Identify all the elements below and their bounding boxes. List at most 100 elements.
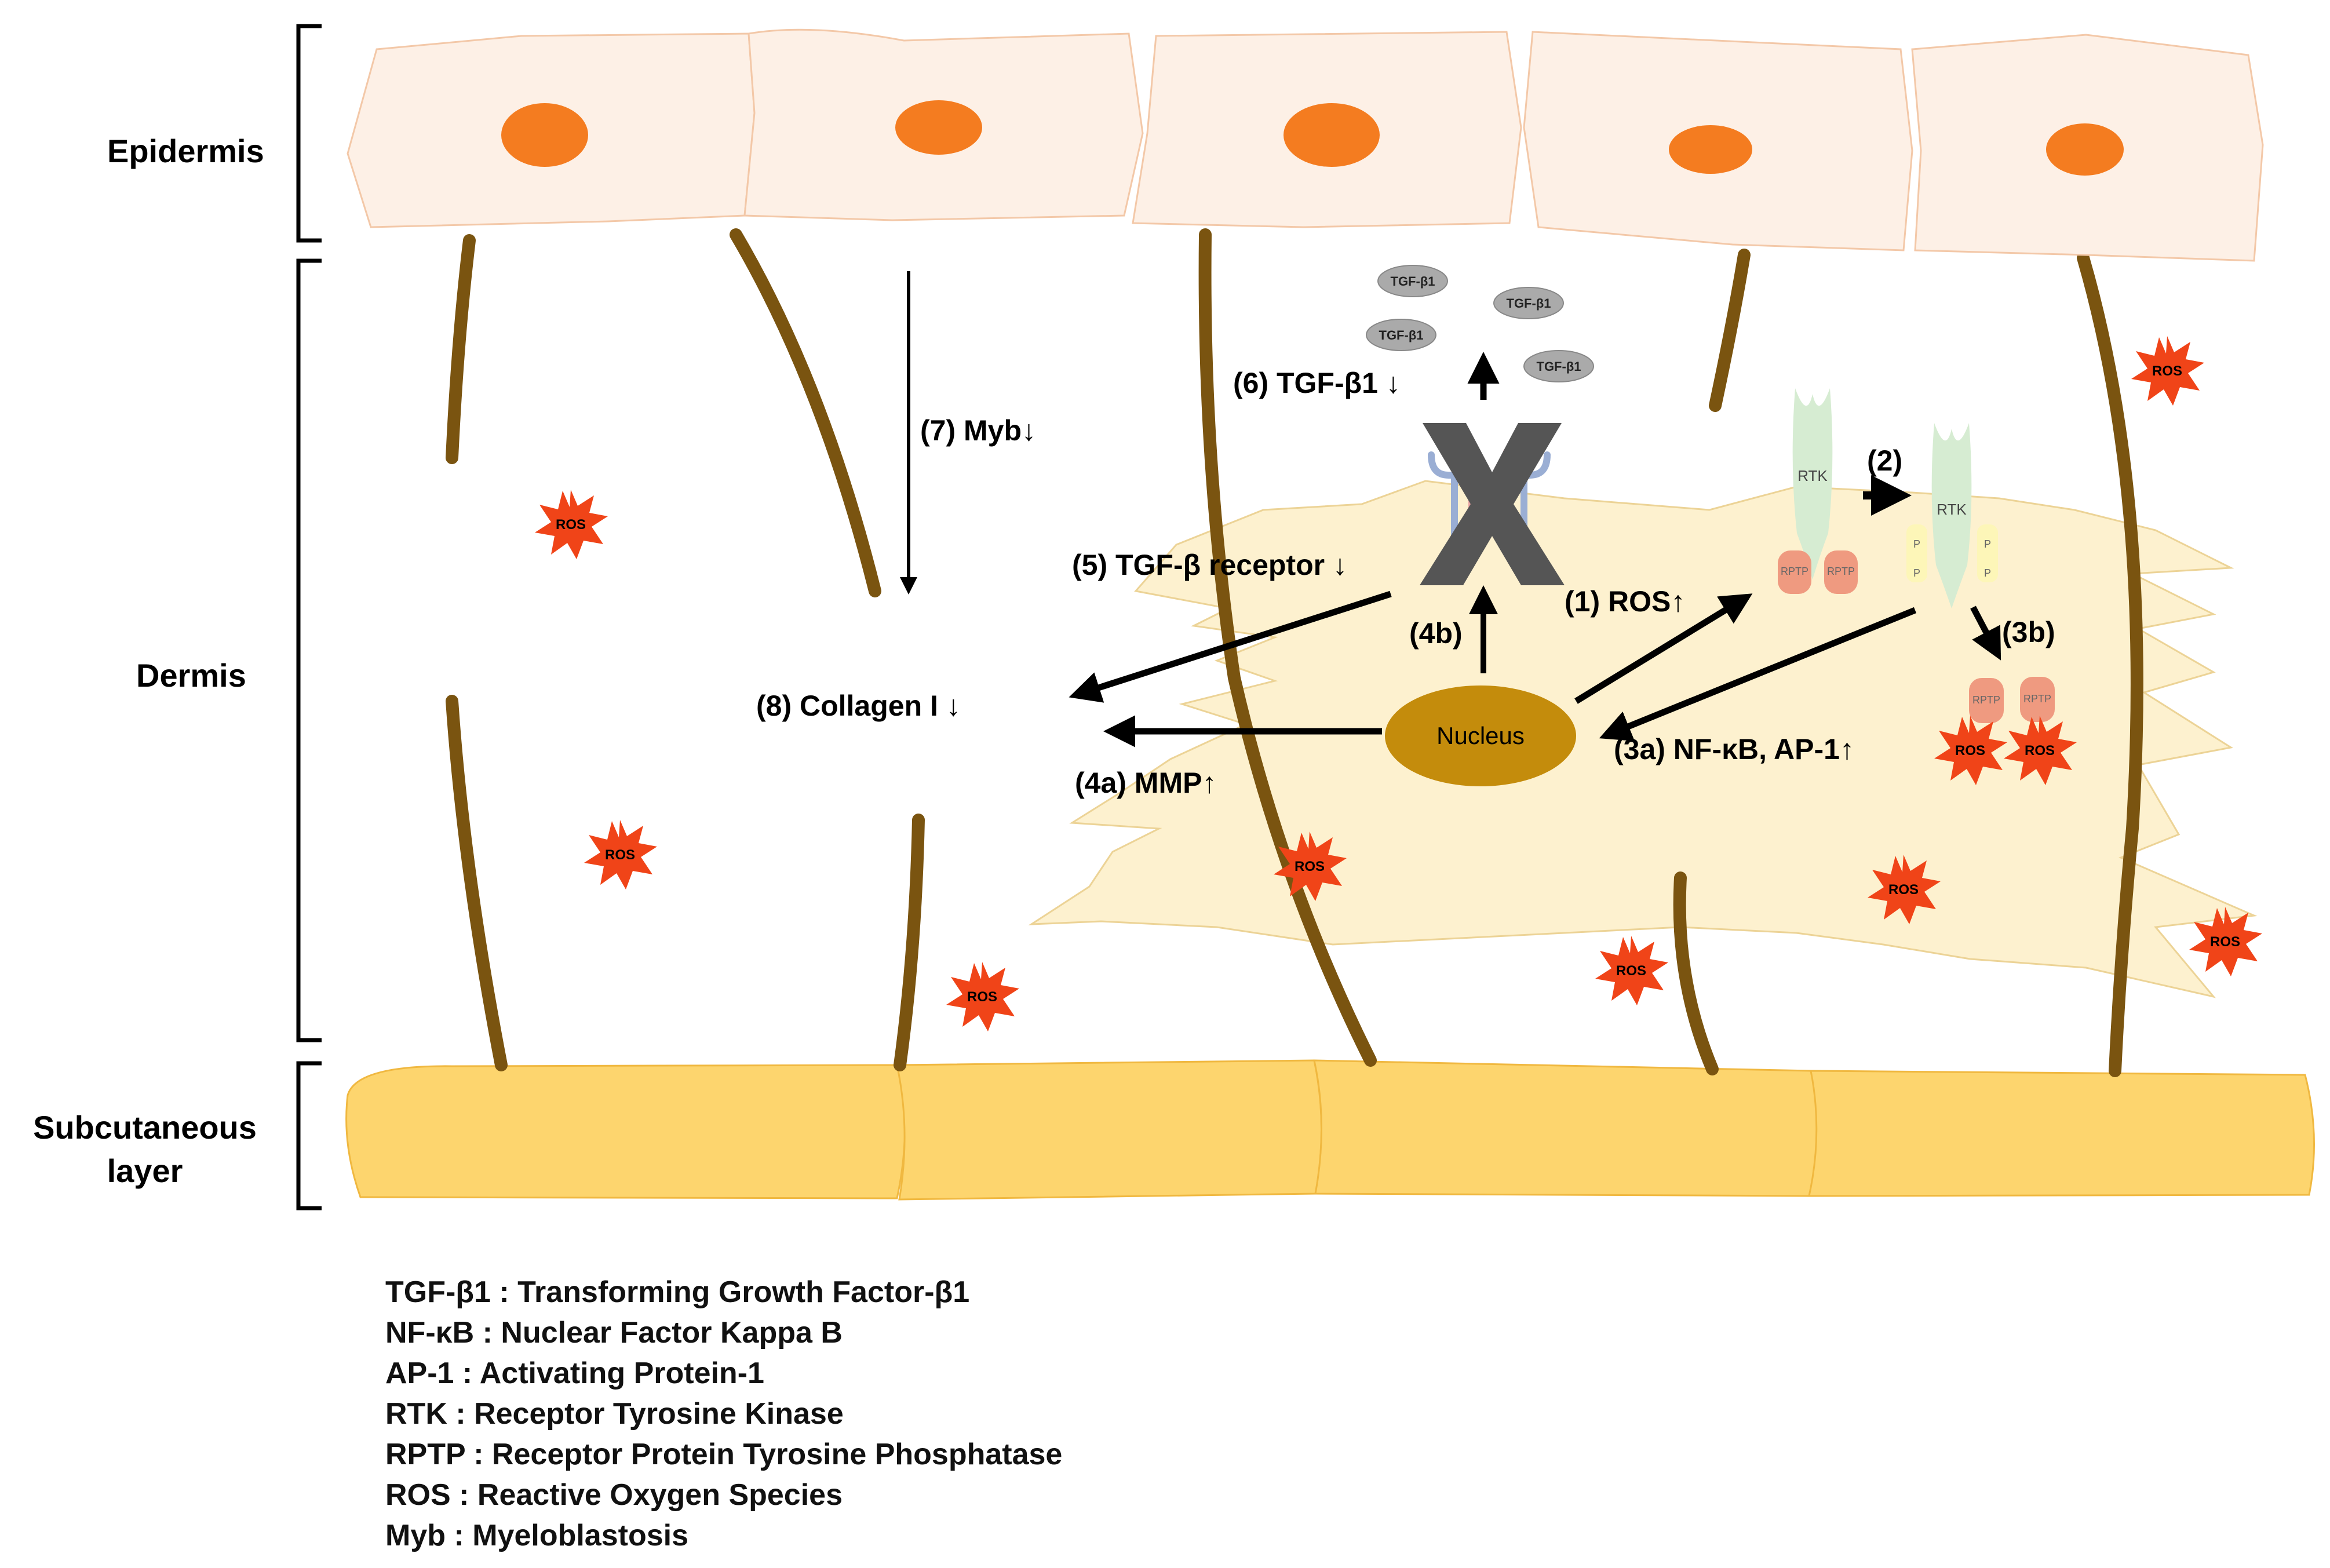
legend-item: NF-κB : Nuclear Factor Kappa B [385,1316,843,1350]
cell-nucleus [501,103,588,167]
ros-icon: ROS [584,820,657,889]
svg-text:ROS: ROS [967,989,997,1005]
svg-text:ROS: ROS [1955,743,1985,759]
collagen-fiber [1673,871,1719,1075]
svg-text:ROS: ROS [1888,882,1919,898]
collagen-fibers [446,228,2143,1077]
abbreviation-legend: TGF-β1 : Transforming Growth Factor-β1 N… [385,1272,1062,1556]
ros-icon: ROS [1595,936,1668,1005]
step-6-label: (6) TGF-β1 ↓ [1233,367,1401,399]
ros-icon: ROS [1934,716,2007,785]
cell-nucleus [1283,103,1380,167]
svg-text:TGF-β1: TGF-β1 [1379,328,1424,342]
legend-item: RTK : Receptor Tyrosine Kinase [385,1397,844,1431]
ros-icon: ROS [2189,907,2262,976]
svg-text:RPTP: RPTP [1972,694,2000,706]
step-2-label: (2) [1867,444,1902,477]
epidermis-bracket [296,24,322,243]
epidermis-nuclei [501,100,2124,176]
rptp-icon [1778,550,1811,594]
svg-text:ROS: ROS [2152,363,2182,379]
cell-nucleus [2046,123,2124,176]
layer-brackets [296,24,322,1210]
subcutaneous-bracket [296,1061,322,1210]
fat-cell [1313,1059,1818,1197]
nucleus-label: Nucleus [1436,722,1525,749]
cell-nucleus [895,100,982,155]
step-7-label: (7) Myb↓ [920,414,1036,447]
fat-cell [1808,1070,2315,1197]
phospho-icon: P [1984,538,1991,550]
tgf-b1-molecule: TGF-β1 [1523,350,1594,382]
step-4a-label: (4a) MMP↑ [1075,767,1216,799]
svg-text:ROS: ROS [1295,859,1325,874]
ros-icon: ROS [2004,716,2077,785]
step-1-label: (1) ROS↑ [1565,585,1685,618]
legend-item: Myb : Myeloblastosis [385,1519,688,1552]
svg-text:ROS: ROS [2210,934,2240,950]
rtk-icon [1931,423,1972,608]
phospho-icon: P [1913,567,1920,579]
svg-text:RPTP: RPTP [1827,566,1855,577]
svg-text:TGF-β1: TGF-β1 [1537,359,1581,374]
fibroblast-nucleus: Nucleus [1385,685,1576,786]
svg-text:ROS: ROS [556,517,586,533]
ros-icon: ROS [2131,336,2204,406]
step-8-label: (8) Collagen I ↓ [756,690,961,722]
collagen-fiber [2077,251,2143,1077]
ros-icon: ROS [1868,855,1941,924]
rptp-detached: RPTP RPTP [1969,677,2055,723]
step-labels: (7) Myb↓ (6) TGF-β1 ↓ (5) TGF-β receptor… [756,367,2055,799]
step-3a-label: (3a) NF-κB, AP-1↑ [1614,733,1854,765]
tgf-b1-molecule: TGF-β1 [1493,287,1564,319]
collagen-fiber [894,814,925,1071]
dermis-label: Dermis [136,657,246,694]
svg-text:TGF-β1: TGF-β1 [1391,274,1435,289]
collagen-fiber [446,695,508,1071]
svg-text:ROS: ROS [1616,963,1646,979]
svg-text:RPTP: RPTP [2023,693,2051,705]
rtk-receptor-phosphorylated: RTK P P P P [1906,423,1998,608]
arrow-3b [1970,606,2001,661]
fat-cell [896,1059,1322,1201]
svg-text:TGF-β1: TGF-β1 [1507,296,1551,311]
subcutaneous-fat-layer [345,1059,2315,1201]
rtk-receptor-inactive: RTK RPTP RPTP [1778,388,1858,594]
ros-icon: ROS [946,962,1019,1031]
ros-markers: ROS ROS ROS ROS ROS ROS ROS ROS ROS ROS [535,336,2262,1031]
rptp-icon [1824,550,1858,594]
fat-cell [345,1064,906,1199]
epidermis-label: Epidermis [107,133,264,169]
ros-icon: ROS [535,490,608,559]
blocked-x-icon [1420,423,1565,585]
phospho-icon: P [1984,567,1991,579]
legend-item: TGF-β1 : Transforming Growth Factor-β1 [385,1275,970,1309]
rptp-icon [2020,677,2055,722]
tgf-b1-molecule: TGF-β1 [1377,265,1448,297]
rtk-icon [1792,388,1833,579]
phospho-icon: P [1913,538,1920,550]
dermis-bracket [296,258,322,1042]
step-4b-label: (4b) [1409,617,1463,650]
cell-nucleus [1669,125,1752,174]
rtk-label: RTK [1797,467,1828,484]
collagen-fiber [446,234,476,464]
tgf-b1-molecule: TGF-β1 [1366,319,1436,351]
arrow-1 [1574,593,1753,704]
subcutaneous-label-line2: layer [107,1153,183,1189]
step-3b-label: (3b) [2002,616,2055,648]
collagen-fiber [1709,249,1751,412]
arrow-5 [1069,590,1392,703]
ros-icon: ROS [1274,832,1347,901]
pathway-arrows [900,271,2001,747]
svg-text:ROS: ROS [2025,743,2055,759]
arrow-3a [1599,607,1917,741]
svg-text:ROS: ROS [605,847,635,863]
legend-item: ROS : Reactive Oxygen Species [385,1478,843,1512]
collagen-fiber [730,228,881,597]
collagen-fiber [1198,228,1377,1067]
rptp-icon [1969,678,2004,723]
legend-item: RPTP : Receptor Protein Tyrosine Phospha… [385,1438,1063,1471]
legend-item: AP-1 : Activating Protein-1 [385,1356,764,1390]
